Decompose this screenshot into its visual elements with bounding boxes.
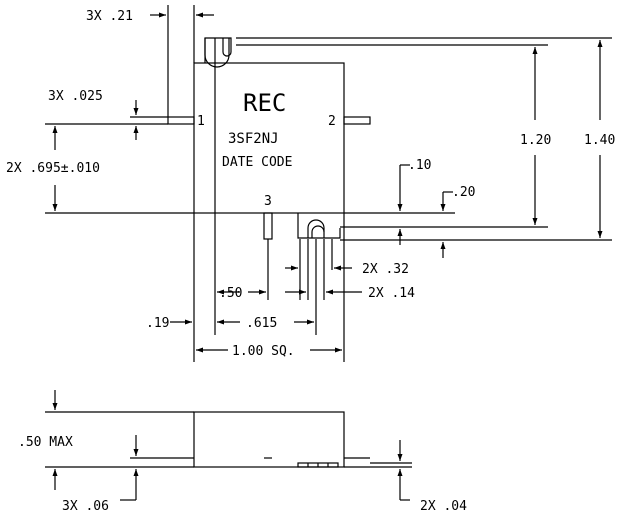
pin-1-label: 1 (197, 114, 205, 129)
dim-tab-10: .10 (408, 158, 431, 173)
dim-slot-width: 2X .32 (362, 262, 409, 277)
dim-left-offset: .19 (146, 316, 169, 331)
dim-pin-thickness: 3X .025 (48, 89, 103, 104)
bottom-tab-curve (311, 225, 325, 238)
dim-slot-gap: 2X .14 (368, 286, 415, 301)
dim-slot-center: .615 (246, 316, 277, 331)
dim-side-height: .50 MAX (18, 435, 73, 450)
top-tab-curve (204, 38, 230, 68)
dim-side-base: 2X .04 (420, 499, 467, 514)
dim-pin3-x: .50 (219, 286, 242, 301)
bottom-tab (297, 213, 341, 239)
date-code-label: DATE CODE (222, 155, 292, 170)
dim-height-outer: 1.40 (584, 133, 615, 148)
component-body-side (193, 411, 345, 468)
dim-pin-width: 3X .21 (86, 9, 133, 24)
brand-label: REC (243, 89, 286, 117)
pin-2-label: 2 (328, 114, 336, 129)
dim-pin-height: 2X .695±.010 (6, 161, 100, 176)
pin-3-label: 3 (264, 194, 272, 209)
model-label: 3SF2NJ (228, 131, 279, 147)
pin-2 (343, 116, 371, 125)
dim-body-size: 1.00 SQ. (232, 344, 295, 359)
dim-height-inner: 1.20 (520, 133, 551, 148)
pin-1 (167, 116, 195, 125)
dim-side-pin: 3X .06 (62, 499, 109, 514)
dim-tab-20: .20 (452, 185, 475, 200)
pin-3 (263, 212, 273, 240)
top-tab (204, 37, 232, 63)
